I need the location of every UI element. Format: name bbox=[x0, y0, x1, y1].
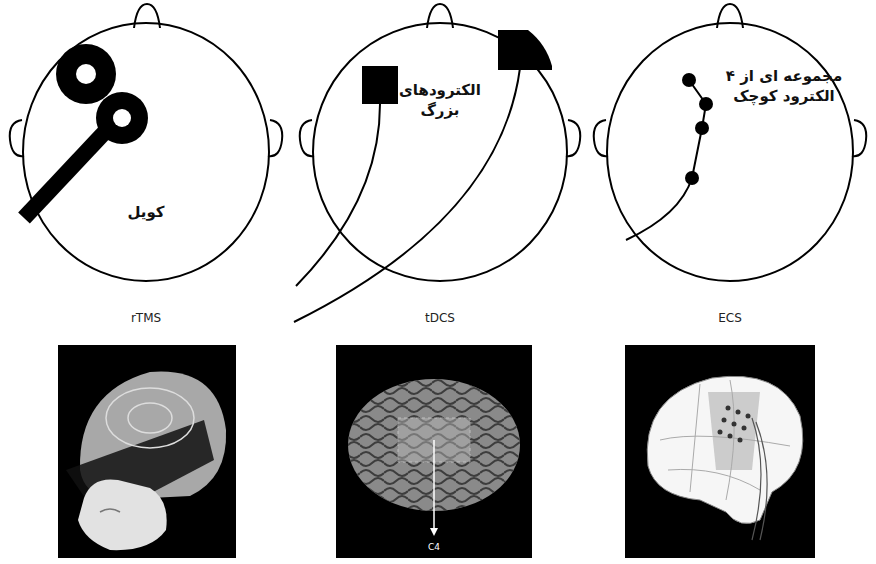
tdcs-model-image bbox=[336, 345, 532, 558]
head-shape bbox=[22, 22, 270, 282]
head-outline: الکترودهای بزرگ bbox=[312, 22, 568, 282]
small-electrode-array bbox=[626, 73, 713, 240]
method-name: tDCS bbox=[425, 311, 455, 325]
rtms-model-image bbox=[58, 345, 236, 558]
part-label: مجموعه ای از ۴ الکترود کوچک bbox=[725, 66, 843, 107]
head-outline: مجموعه ای از ۴ الکترود کوچک bbox=[606, 22, 854, 282]
part-label: الکترودهای بزرگ bbox=[390, 80, 490, 121]
electrode-position: C4 bbox=[428, 542, 440, 552]
large-electrodes bbox=[294, 30, 552, 322]
coil-symbol bbox=[24, 44, 148, 218]
head-features bbox=[10, 4, 867, 156]
head-outline: کویل bbox=[22, 22, 270, 282]
head-shape bbox=[312, 22, 568, 282]
ecs-model-image bbox=[625, 345, 815, 558]
head-shape bbox=[606, 22, 854, 282]
part-label: کویل bbox=[106, 202, 186, 222]
method-name: rTMS bbox=[131, 311, 161, 325]
method-name: ECS bbox=[718, 311, 742, 325]
